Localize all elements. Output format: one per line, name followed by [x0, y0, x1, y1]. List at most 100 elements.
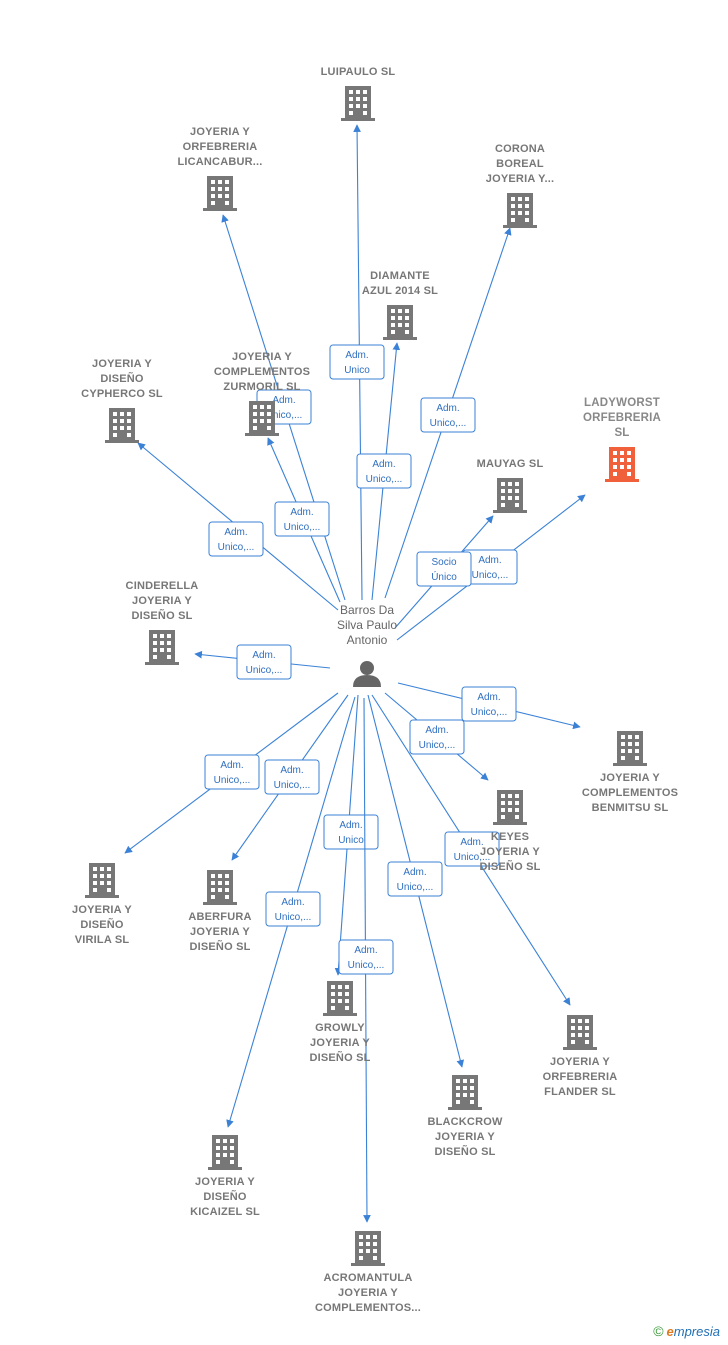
edge-label-text: Unico,...: [348, 960, 385, 971]
company-name-line: SL: [614, 427, 629, 439]
building-icon: [203, 870, 237, 905]
edge-label-box[interactable]: Adm.Unico,...: [420, 397, 476, 433]
company-name-line: COMPLEMENTOS...: [315, 1302, 421, 1314]
edge-label-text: Adm.: [460, 837, 483, 848]
edge-flander: Adm. Unico,...: [371, 694, 571, 1006]
edge-label-text: Adm.: [403, 867, 426, 878]
company-node-luipaulo[interactable]: LUIPAULO SL: [321, 66, 396, 121]
edge-label-box[interactable]: Adm. Unico,...: [444, 831, 500, 867]
company-name-line: ABERFURA: [188, 911, 251, 923]
company-name-line: DISEÑO SL: [189, 940, 250, 953]
company-node-licancabur[interactable]: JOYERIA YORFEBRERIALICANCABUR...: [177, 126, 262, 211]
edge-label-box[interactable]: Adm.Unico,...: [236, 644, 292, 680]
edge-label-box[interactable]: Adm.Unico,...: [387, 861, 443, 897]
company-name-line: DISEÑO: [100, 372, 144, 385]
edge-label-text: Unico,...: [472, 570, 509, 581]
edge-label-text: Unico,...: [218, 542, 255, 553]
edge-cinderella: Adm.Unico,...: [194, 644, 331, 680]
edge-label-text: Adm.: [339, 820, 362, 831]
company-name-line: LUIPAULO SL: [321, 66, 396, 78]
edge-label-frame: [387, 861, 443, 897]
edge-acromantula: Adm. Unico,...: [338, 697, 394, 1223]
edge-label-frame: [264, 759, 320, 795]
edge-label-text: Adm.: [354, 945, 377, 956]
edge-label-box[interactable]: Adm. Unico,...: [208, 521, 264, 557]
company-node-mauyag[interactable]: MAUYAG SL: [477, 458, 544, 513]
company-name-line: LADYWORST: [584, 397, 660, 409]
company-name-line: COMPLEMENTOS: [214, 366, 310, 378]
company-name-line: LICANCABUR...: [177, 156, 262, 168]
company-name-line: JOYERIA Y: [232, 351, 292, 363]
building-icon: [203, 176, 237, 211]
empresia-logo[interactable]: ©empresia: [653, 1323, 720, 1339]
edge-label-box[interactable]: Adm.Unico,...: [204, 754, 260, 790]
copyright-symbol: ©: [653, 1323, 664, 1339]
building-icon: [145, 630, 179, 665]
edge-label-text: Adm.: [224, 527, 247, 538]
company-name-line: BLACKCROW: [427, 1116, 503, 1128]
edge-label-frame: [265, 891, 321, 927]
edges-layer: Adm.UnicoAdm.Unico,...Adm.Unico,...Adm.U…: [124, 124, 586, 1223]
edge-label-frame: [356, 453, 412, 489]
edge-label-frame: [204, 754, 260, 790]
edge-label-frame: [274, 501, 330, 537]
edge-label-box[interactable]: Adm. Unico,...: [409, 719, 465, 755]
edge-label-text: Unico,...: [419, 740, 456, 751]
edge-luipaulo: Adm.Unico: [329, 124, 385, 601]
edge-cypherco: Adm. Unico,...: [137, 442, 339, 611]
company-name-line: JOYERIA Y: [195, 1176, 255, 1188]
edge-label-box[interactable]: Adm. Unico,...: [338, 939, 394, 975]
building-icon: [493, 790, 527, 825]
edge-label-text: Unico,...: [366, 474, 403, 485]
edge-label-text: Unico,...: [284, 522, 321, 533]
company-name-line: DISEÑO: [80, 918, 124, 931]
edge-label-box[interactable]: Adm.Unico,...: [265, 891, 321, 927]
edge-label-box[interactable]: Adm.Unico: [329, 344, 385, 380]
edge-label-box[interactable]: Adm.Unico,...: [356, 453, 412, 489]
edge-label-frame: [416, 551, 472, 587]
company-name-line: BOREAL: [496, 158, 544, 170]
company-name-line: ORFEBRERIA: [543, 1071, 618, 1083]
company-name-line: JOYERIA Y: [600, 772, 660, 784]
edge-label-text: Unico,...: [454, 852, 491, 863]
edge-benmitsu: Adm.Unico,...: [397, 682, 581, 730]
edge-label-text: Socio: [431, 557, 456, 568]
edge-label-box[interactable]: Adm.Unico,...: [264, 759, 320, 795]
company-name-line: ACROMANTULA: [324, 1272, 413, 1284]
company-name-line: JOYERIA Y: [310, 1037, 370, 1049]
edge-label-text: Único: [431, 570, 457, 583]
edge-label-text: Unico,...: [430, 418, 467, 429]
company-name-line: GROWLY: [315, 1022, 365, 1034]
company-name-line: DISEÑO SL: [479, 860, 540, 873]
edge-label-box[interactable]: Adm.Unico: [323, 814, 379, 850]
company-name-line: JOYERIA Y: [92, 358, 152, 370]
edge-blackcrow: Adm. Unico,...: [367, 694, 465, 1068]
edge-aberfura: Adm.Unico,...: [231, 694, 349, 861]
edge-label-text: Adm.: [425, 725, 448, 736]
person-name-line: Silva Paulo: [337, 618, 397, 632]
edge-label-text: Adm.: [477, 692, 500, 703]
edge-label-box[interactable]: Adm.Unico,...: [274, 501, 330, 537]
building-icon: [563, 1015, 597, 1050]
edge-label-box[interactable]: Adm.Unico,...: [461, 686, 517, 722]
